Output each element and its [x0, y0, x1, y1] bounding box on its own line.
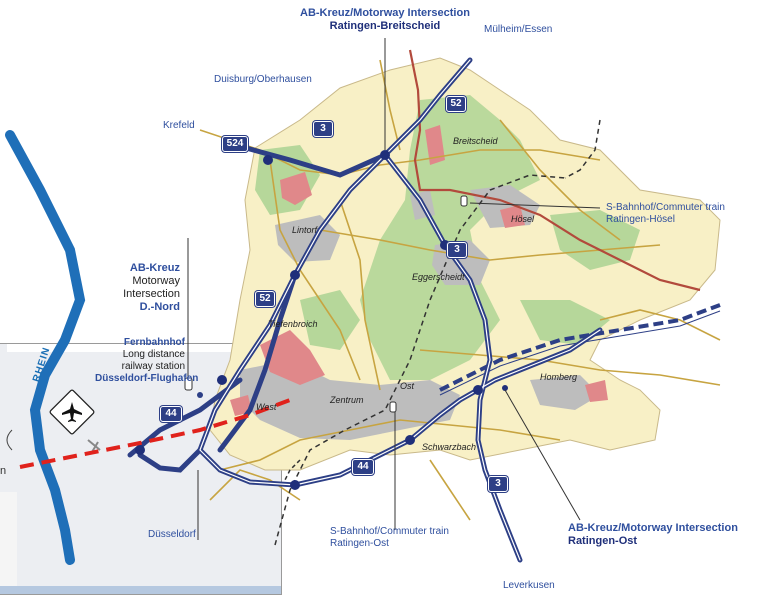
junction-label-breitscheid: AB-Kreuz/Motorway Intersection Ratingen-… — [300, 7, 470, 33]
highway-shield: 524 — [222, 136, 248, 152]
highway-shield: 3 — [313, 121, 333, 137]
station-label-ost: S-Bahnhof/Commuter train Ratingen-Ost — [330, 526, 449, 550]
station-marker — [389, 401, 397, 413]
district-label: Breitscheid — [453, 136, 498, 146]
junction-label-line: Intersection — [123, 288, 180, 300]
station-label-line: Fernbahnhof — [123, 337, 185, 348]
destination-label: Düsseldorf — [148, 529, 196, 540]
railway-line — [564, 119, 601, 179]
highway-shield: 44 — [352, 459, 374, 475]
leader-lines — [187, 38, 601, 540]
district-label: Hösel — [511, 214, 535, 224]
highway-shield: 3 — [488, 476, 508, 492]
commercial-area — [585, 380, 608, 402]
junction-label-line: AB-Kreuz/Motorway Intersection — [300, 7, 470, 19]
highway-shield: 52 — [446, 96, 466, 112]
junction-dots — [135, 150, 508, 490]
destination-label: Duisburg/Oberhausen — [214, 74, 312, 85]
junction-label-d-nord: AB-Kreuz Motorway Intersection D.-Nord — [108, 262, 180, 314]
highway-shield: 44 — [160, 406, 182, 422]
station-marker — [460, 195, 468, 207]
station-label-fernbahnhof: Fernbahnhof Long distance railway statio… — [95, 337, 199, 385]
junction-label-line: Motorway — [132, 275, 180, 287]
commercial-area — [280, 172, 312, 205]
green-area — [550, 210, 640, 270]
district-label: Lintorf — [292, 225, 318, 235]
green-area — [360, 95, 540, 380]
long-distance-railway — [439, 303, 721, 392]
green-area — [300, 290, 360, 350]
destination-label: Leverkusen — [503, 580, 555, 591]
highway-shield: 52 — [255, 291, 275, 307]
overlay-bracket — [6, 429, 13, 451]
district-label: Eggerscheidt — [412, 272, 465, 282]
district-label: Homberg — [540, 372, 578, 382]
station-label-line: Long distance — [122, 349, 185, 360]
junction-label-ratingen-ost: AB-Kreuz/Motorway Intersection Ratingen-… — [568, 522, 738, 548]
commercial-area — [500, 205, 525, 228]
red-route — [19, 398, 291, 469]
highway-shield: 3 — [447, 242, 467, 258]
destination-label: Krefeld — [163, 120, 195, 131]
commercial-area — [260, 330, 325, 385]
station-label-line: railway station — [121, 361, 185, 372]
junction-label-line: AB-Kreuz — [129, 262, 180, 274]
airplane-icon — [49, 389, 95, 435]
edge-text-fragment: n — [0, 465, 7, 477]
built-up-area — [530, 375, 600, 410]
destination-label: Mülheim/Essen — [484, 24, 553, 35]
junction-label-line: AB-Kreuz/Motorway Intersection — [568, 522, 738, 534]
junction-label-line: Ratingen-Ost — [568, 535, 638, 547]
district-label: Schwarzbach — [422, 442, 477, 452]
district-label: Tiefenbroich — [268, 319, 318, 329]
rhein-river — [5, 130, 86, 565]
district-label: Ost — [400, 381, 415, 391]
station-label-line: S-Bahnhof/Commuter train — [330, 526, 449, 537]
station-label-line: Düsseldorf-Flughafen — [95, 373, 199, 384]
railway-line — [284, 459, 301, 481]
junction-label-line: Ratingen-Breitscheid — [329, 20, 441, 32]
runway-mark — [87, 439, 101, 453]
station-label-line: Ratingen-Hösel — [606, 214, 675, 225]
long-distance-railway — [439, 310, 721, 396]
junction-label-line: D.-Nord — [139, 301, 180, 313]
station-label-hoesel: S-Bahnhof/Commuter train Ratingen-Hösel — [606, 202, 725, 226]
commercial-area — [425, 125, 445, 165]
station-label-line: Ratingen-Ost — [330, 538, 389, 549]
district-label: West — [256, 402, 277, 412]
district-label: Zentrum — [330, 395, 364, 405]
station-label-line: S-Bahnhof/Commuter train — [606, 202, 725, 213]
